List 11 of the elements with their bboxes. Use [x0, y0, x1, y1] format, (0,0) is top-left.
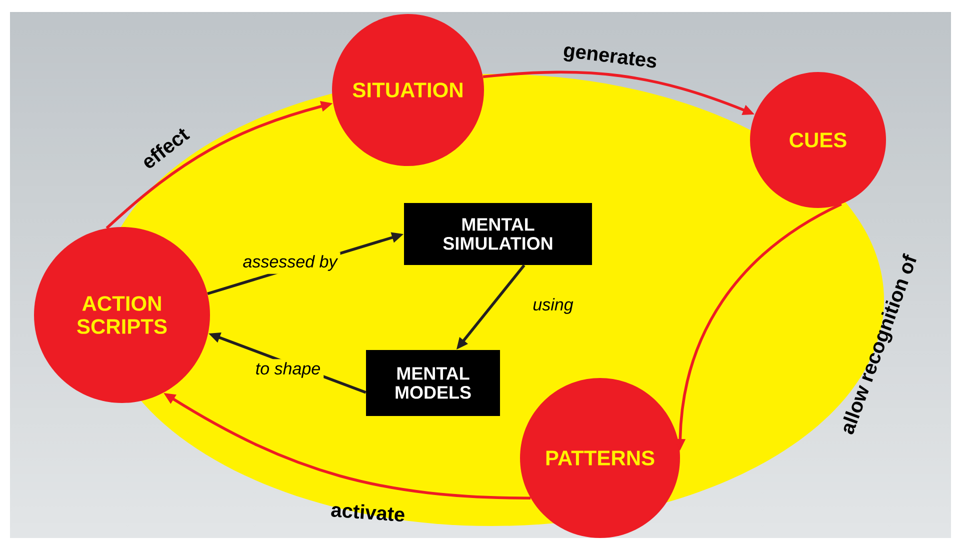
circle-node: ACTION SCRIPTS: [34, 227, 210, 403]
circle-node: SITUATION: [332, 14, 484, 166]
edge-label: using: [530, 295, 576, 317]
edge-label: generates: [564, 46, 656, 68]
circle-node: PATTERNS: [520, 378, 680, 538]
text-box: MENTAL SIMULATION: [404, 203, 592, 265]
circle-node: CUES: [750, 72, 886, 208]
edge-label: to shape: [252, 359, 324, 381]
edge-label: assessed by: [240, 252, 340, 274]
edge-label: activate: [331, 504, 404, 522]
text-box: MENTAL MODELS: [366, 350, 500, 416]
